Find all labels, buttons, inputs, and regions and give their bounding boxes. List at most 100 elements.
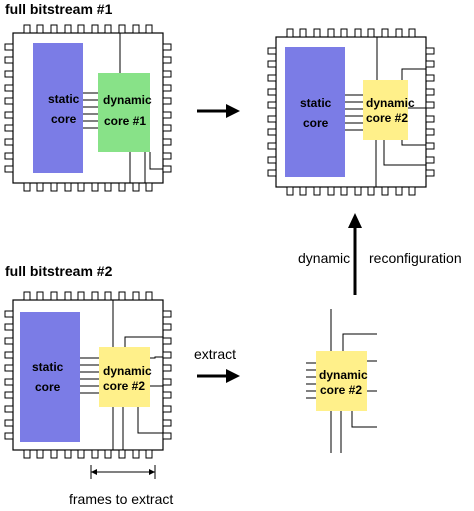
pin (162, 43, 172, 51)
pin (50, 449, 58, 459)
title-bitstream-2: full bitstream #2 (5, 263, 113, 279)
pin (77, 24, 85, 34)
pin (267, 169, 277, 177)
pin (162, 165, 172, 173)
static-core (285, 47, 345, 177)
dynamic-core-label-line1: dynamic (366, 96, 415, 110)
package-pins (4, 291, 172, 459)
pin (395, 28, 403, 38)
static-core-label-line1: static (32, 360, 64, 374)
pin (50, 291, 58, 301)
pin (118, 291, 126, 301)
pin (132, 24, 140, 34)
pin (425, 169, 435, 177)
bus-lines (80, 357, 99, 394)
static-core-label-line1: static (300, 96, 332, 110)
pin (4, 84, 14, 92)
pin (4, 364, 14, 372)
static-core-label-line1: static (48, 92, 80, 106)
pin (118, 182, 126, 192)
pin (162, 432, 172, 440)
pin (4, 43, 14, 51)
pin (4, 419, 14, 427)
dynamic-core-2 (99, 347, 150, 407)
pin (4, 432, 14, 440)
pin (162, 391, 172, 399)
pin (64, 24, 72, 34)
pin (50, 24, 58, 34)
pin (145, 291, 153, 301)
pin (4, 124, 14, 132)
pin (77, 182, 85, 192)
pin (132, 449, 140, 459)
arrow-up (348, 213, 362, 295)
dynamic-core-2 (316, 351, 367, 411)
package-pins (4, 24, 172, 192)
pin (267, 47, 277, 55)
pin (145, 182, 153, 192)
pin (425, 88, 435, 96)
arrow-right-top (197, 104, 240, 118)
pin (395, 186, 403, 196)
pin (145, 449, 153, 459)
pin (104, 24, 112, 34)
pin (162, 405, 172, 413)
pin (162, 124, 172, 132)
chip-after-reconfiguration: static core dynamic core #2 (267, 28, 435, 196)
pin (36, 24, 44, 34)
pin (162, 70, 172, 78)
static-core (20, 312, 80, 442)
pin (162, 419, 172, 427)
arrow-right-bottom (197, 369, 240, 383)
pin (36, 182, 44, 192)
static-core-label-line2: core (35, 380, 61, 394)
pin (425, 156, 435, 164)
pin (267, 101, 277, 109)
pin (354, 28, 362, 38)
pin (408, 186, 416, 196)
pin (4, 111, 14, 119)
pin (162, 310, 172, 318)
pin (162, 111, 172, 119)
pin (162, 337, 172, 345)
pin (4, 97, 14, 105)
pin (267, 156, 277, 164)
pin (4, 323, 14, 331)
pin (162, 138, 172, 146)
dynamic-core-label-line1: dynamic (103, 93, 152, 107)
bracket-arrowhead-left (91, 469, 97, 475)
pin (145, 24, 153, 34)
pin (367, 28, 375, 38)
pin (91, 291, 99, 301)
pin (267, 142, 277, 150)
pin (267, 60, 277, 68)
extracted-dynamic-core: dynamic core #2 (306, 309, 377, 453)
pin (23, 449, 31, 459)
pin (91, 24, 99, 34)
dynamic-core-label-line2: core #2 (366, 111, 408, 125)
static-core-label-line2: core (303, 116, 329, 130)
pin (4, 70, 14, 78)
pin (162, 84, 172, 92)
pin (313, 186, 321, 196)
pin (162, 97, 172, 105)
bus-lines (345, 94, 363, 131)
pin (425, 60, 435, 68)
pin (162, 378, 172, 386)
pin (91, 182, 99, 192)
pin (267, 74, 277, 82)
extract-label: extract (194, 346, 236, 362)
pin (132, 291, 140, 301)
pin (425, 142, 435, 150)
pin (132, 182, 140, 192)
pin (381, 186, 389, 196)
pin (4, 391, 14, 399)
pin (267, 88, 277, 96)
dynamic-core-label-line1: dynamic (319, 368, 368, 382)
pin (162, 351, 172, 359)
pin (4, 138, 14, 146)
pin (425, 74, 435, 82)
pin (4, 152, 14, 160)
pin (267, 115, 277, 123)
pin (77, 291, 85, 301)
